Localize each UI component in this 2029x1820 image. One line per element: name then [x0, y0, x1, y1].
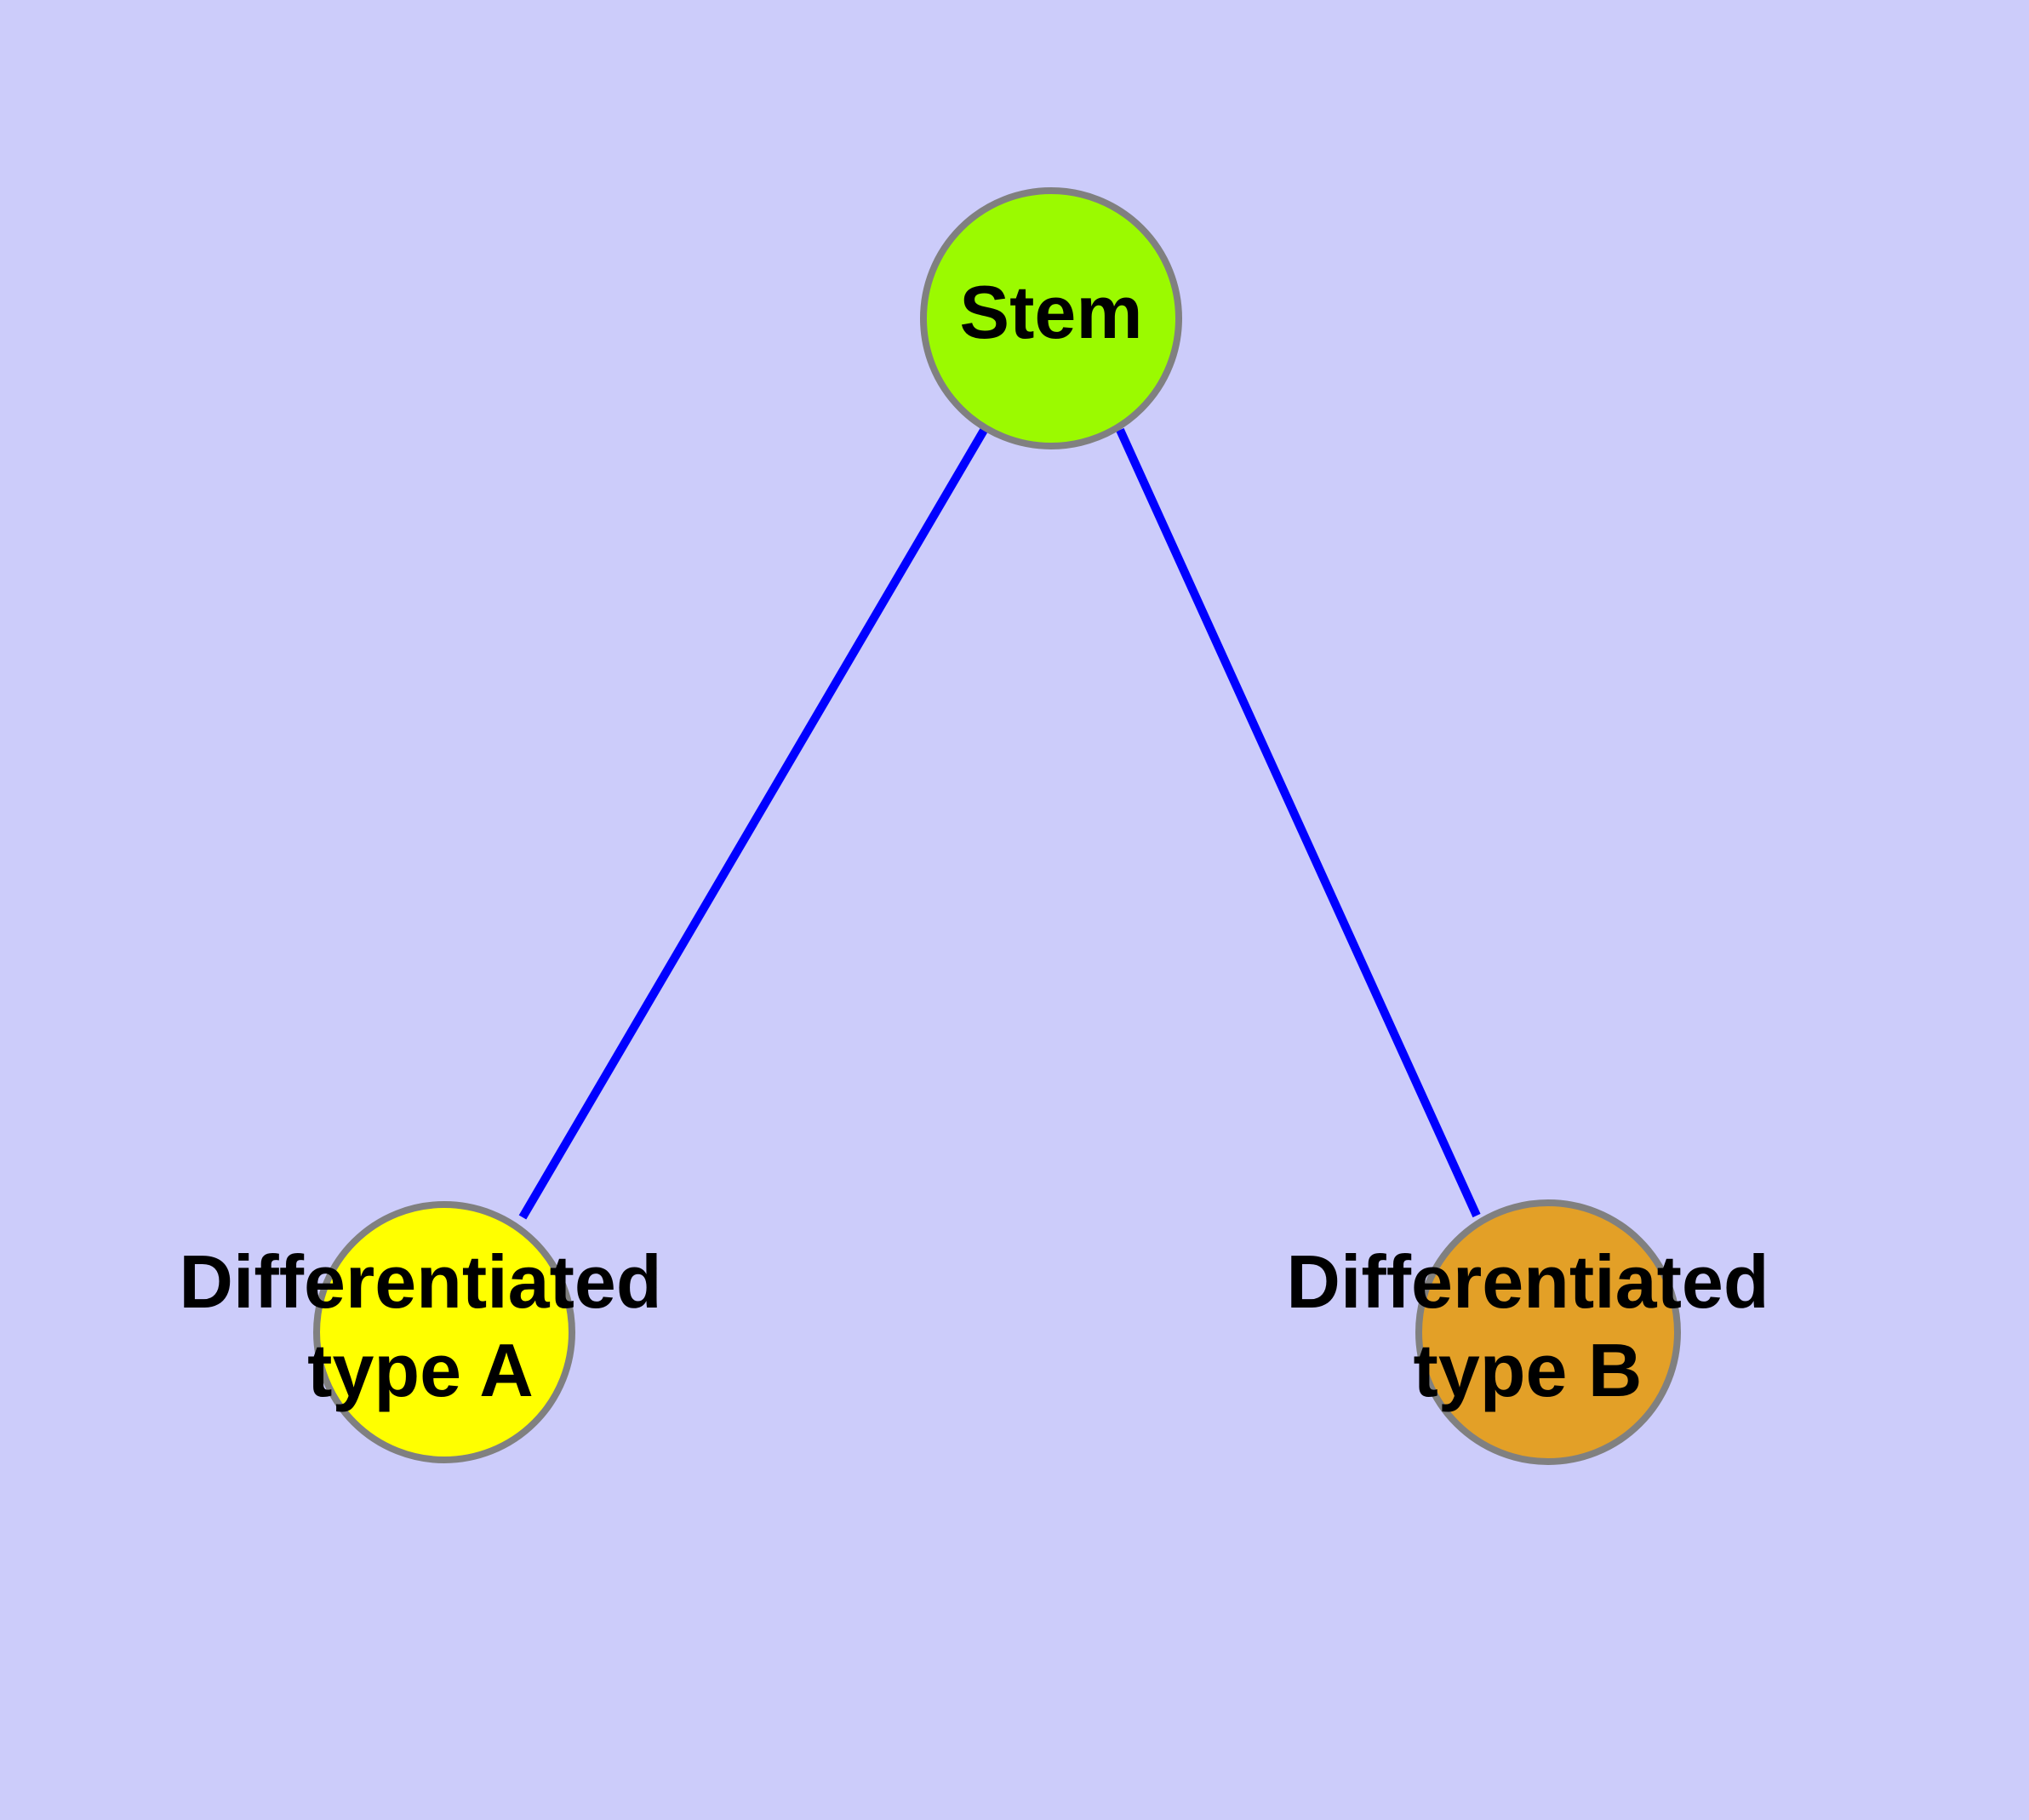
- nodes-layer: [313, 187, 1681, 1465]
- edge-stem-to-diff-a[interactable]: [518, 425, 990, 1220]
- node-diff-a[interactable]: [313, 1201, 575, 1463]
- edges-layer: [518, 425, 1481, 1220]
- node-diff-b[interactable]: [1415, 1199, 1681, 1465]
- edge-stem-to-diff-b[interactable]: [1116, 427, 1481, 1218]
- node-stem[interactable]: [920, 187, 1182, 449]
- node-label-stem: Stem: [959, 270, 1142, 354]
